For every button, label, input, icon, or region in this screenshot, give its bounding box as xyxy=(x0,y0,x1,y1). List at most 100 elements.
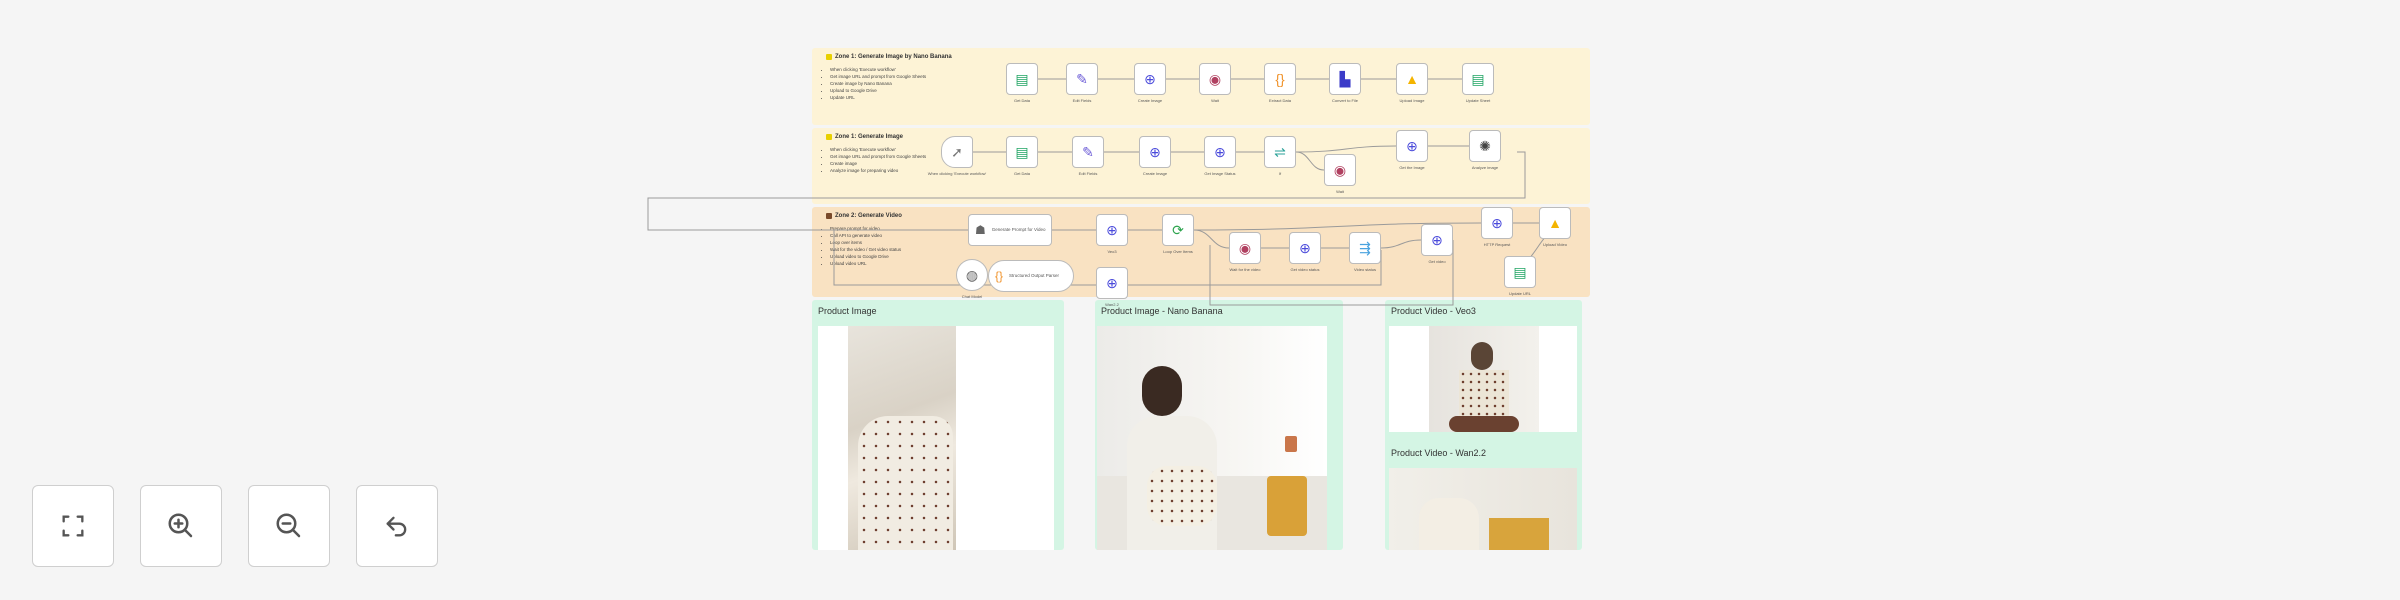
zoom-in-button[interactable] xyxy=(140,485,222,567)
workflow-node[interactable]: ⊕ xyxy=(1204,136,1236,168)
node-label: Edit Fields xyxy=(1078,171,1098,176)
zoom-out-button[interactable] xyxy=(248,485,330,567)
sheets-icon: ▤ xyxy=(1015,143,1029,160)
workflow-node[interactable]: ▲ xyxy=(1396,63,1428,95)
wait-icon: ◉ xyxy=(1208,70,1222,87)
node-label: Wait for the video xyxy=(1229,267,1261,272)
http-icon: ⊕ xyxy=(1491,214,1503,231)
workflow-node[interactable]: ⇶ xyxy=(1349,232,1381,264)
node-label: Wan2.2 xyxy=(1105,302,1119,307)
workflow-node[interactable]: ⟳ xyxy=(1162,214,1194,246)
http-icon: ⊕ xyxy=(1406,137,1418,154)
result-panel-video-veo3[interactable]: Product Video - Veo3 Product Video - Wan… xyxy=(1385,300,1582,550)
openai-icon: ✺ xyxy=(1479,137,1491,154)
workflow-node[interactable]: ⊕ xyxy=(1096,214,1128,246)
workflow-node[interactable]: ➚ xyxy=(941,136,973,168)
connection-line xyxy=(1209,240,1454,306)
video-wan-thumbnail xyxy=(1389,468,1577,550)
node-label: Get the Image xyxy=(1399,165,1425,170)
workflow-node[interactable]: ◉ xyxy=(1199,63,1231,95)
loop-icon: ⟳ xyxy=(1172,221,1184,238)
connection-line xyxy=(1380,239,1422,249)
pencil-icon: ✎ xyxy=(1076,70,1088,87)
node-label: Update URL xyxy=(1508,291,1531,296)
sticky-list-item: Wait for the video / Get video status xyxy=(830,246,901,253)
workflow-node[interactable]: ✺ xyxy=(1469,130,1501,162)
workflow-node[interactable]: ⊕ xyxy=(1421,224,1453,256)
zoom-out-icon xyxy=(276,513,301,538)
http-icon: ⊕ xyxy=(1149,143,1161,160)
workflow-node[interactable]: ▤ xyxy=(1462,63,1494,95)
node-label: Upload Image xyxy=(1399,98,1425,103)
workflow-node[interactable]: ▤ xyxy=(1006,63,1038,95)
workflow-node[interactable]: ⇌ xyxy=(1264,136,1296,168)
cursor-icon: ➚ xyxy=(951,143,963,160)
workflow-node[interactable]: {} xyxy=(1264,63,1296,95)
fit-view-button[interactable] xyxy=(32,485,114,567)
sticky-title: Zone 1: Generate Image by Nano Banana xyxy=(835,54,952,60)
workflow-node[interactable]: ▤ xyxy=(1006,136,1038,168)
sticky-list-item: Loop over items xyxy=(830,239,901,246)
workflow-node[interactable]: ▙ xyxy=(1329,63,1361,95)
code-icon: {} xyxy=(995,269,1004,283)
workflow-node[interactable]: ⊕ xyxy=(1096,267,1128,299)
panel-title: Product Image xyxy=(818,306,877,316)
panel-title: Product Video - Veo3 xyxy=(1391,306,1476,316)
sticky-list: When clicking 'Execute workflow'Get imag… xyxy=(822,146,926,174)
node-label: Upload Video xyxy=(1543,242,1567,247)
workflow-node[interactable]: ☗Generate Prompt for Video xyxy=(968,214,1052,246)
drive-icon: ▲ xyxy=(1548,215,1562,231)
result-panel-product-image-2[interactable]: Product Image - Nano Banana xyxy=(1095,300,1343,550)
node-label: Get video xyxy=(1428,259,1446,264)
workflow-node[interactable]: ◍ xyxy=(956,259,988,291)
connection-line xyxy=(1295,151,1325,171)
workflow-node[interactable]: ⊕ xyxy=(1139,136,1171,168)
wait-icon: ◉ xyxy=(1238,239,1252,256)
sticky-note-zone1b[interactable]: Zone 1: Generate Image When clicking 'Ex… xyxy=(812,128,1590,204)
note-icon xyxy=(826,134,832,140)
connection-line xyxy=(833,229,1382,286)
sticky-list: Prepare prompt for videoCall API to gene… xyxy=(822,225,901,267)
workflow-node[interactable]: {}Structured Output Parser xyxy=(988,260,1074,292)
sticky-list-item: When clicking 'Execute workflow' xyxy=(830,66,926,73)
undo-button[interactable] xyxy=(356,485,438,567)
fullscreen-icon xyxy=(62,515,84,537)
node-label: Wait xyxy=(1336,189,1344,194)
workflow-node[interactable]: ◉ xyxy=(1229,232,1261,264)
panel-title: Product Video - Wan2.2 xyxy=(1391,448,1487,458)
workflow-node[interactable]: ▲ xyxy=(1539,207,1571,239)
workflow-node[interactable]: ⊕ xyxy=(1396,130,1428,162)
sticky-list-item: Create image by Nano Banana xyxy=(830,80,926,87)
sheets-icon: ▤ xyxy=(1471,70,1485,87)
sticky-list-item: Call API to generate video xyxy=(830,232,901,239)
code-icon: {} xyxy=(1275,71,1285,87)
sticky-list-item: Get image URL and prompt from Google She… xyxy=(830,153,926,160)
workflow-node[interactable]: ✎ xyxy=(1072,136,1104,168)
agent-icon: ☗ xyxy=(975,223,986,237)
sticky-list-item: Upload to Google Drive xyxy=(830,87,926,94)
wait-icon: ◉ xyxy=(1333,161,1347,178)
workflow-node[interactable]: ✎ xyxy=(1066,63,1098,95)
connection-line xyxy=(1295,145,1397,153)
sticky-note-zone2[interactable]: Zone 2: Generate Video Prepare prompt fo… xyxy=(812,207,1590,297)
sticky-list-item: Get image URL and prompt from Google She… xyxy=(830,73,926,80)
workflow-node[interactable]: ⊕ xyxy=(1481,207,1513,239)
http-icon: ⊕ xyxy=(1214,143,1226,160)
node-label: Update Sheet xyxy=(1465,98,1491,103)
workflow-node[interactable]: ⊕ xyxy=(1289,232,1321,264)
node-label: Wait xyxy=(1211,98,1219,103)
note-icon xyxy=(826,213,832,219)
workflow-node[interactable]: ▤ xyxy=(1504,256,1536,288)
workflow-node[interactable]: ⊕ xyxy=(1134,63,1166,95)
if-icon: ⇌ xyxy=(1274,143,1286,160)
workflow-node[interactable]: ◉ xyxy=(1324,154,1356,186)
sheets-icon: ▤ xyxy=(1513,263,1527,280)
node-label: When clicking 'Execute workflow' xyxy=(927,171,987,176)
sticky-list-item: Create image xyxy=(830,160,926,167)
drive-icon: ▲ xyxy=(1405,71,1419,87)
node-label: If xyxy=(1278,171,1282,176)
result-panel-product-image[interactable]: Product Image xyxy=(812,300,1064,550)
sticky-list-item: Upload video to Google Drive xyxy=(830,253,901,260)
node-label: Get Data xyxy=(1013,171,1030,176)
